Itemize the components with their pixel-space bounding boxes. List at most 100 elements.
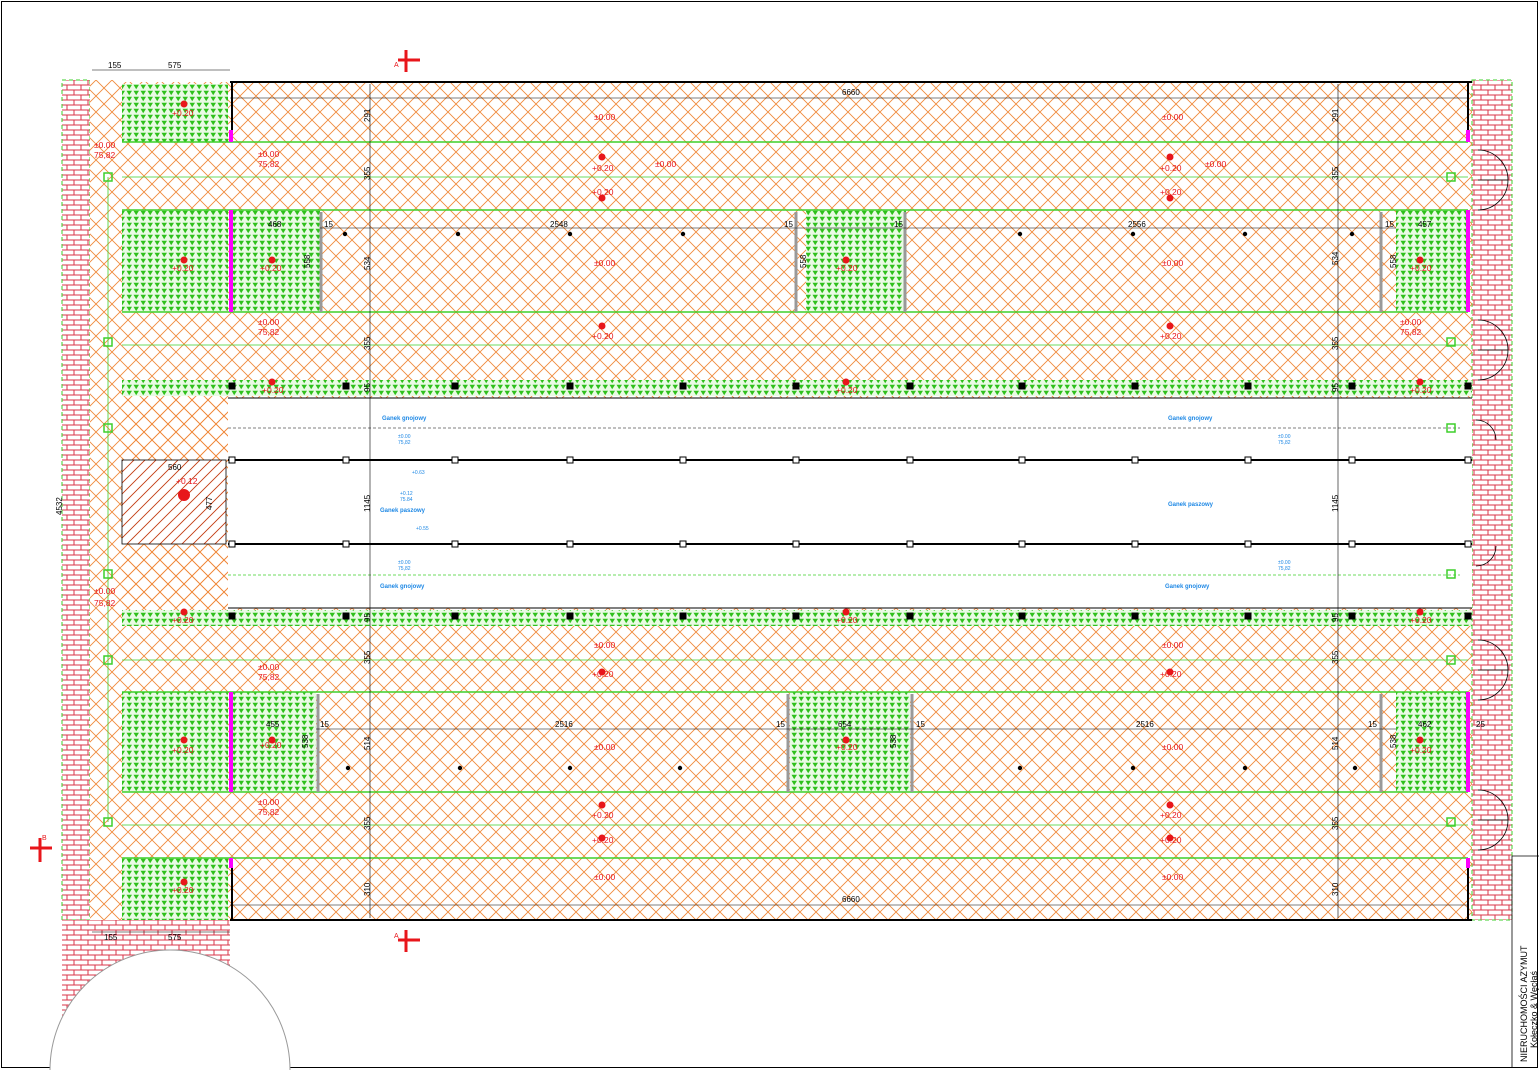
level-label: +0.20 (172, 745, 194, 755)
level-label: ±0.00 (594, 258, 615, 268)
level-label: ±0.00 (594, 640, 615, 650)
level-label: 75,82 (258, 672, 280, 682)
central-corridor (228, 398, 1472, 608)
dim-462: 462 (1418, 720, 1432, 729)
level-label: +0.20 (592, 163, 614, 173)
dim-291: 291 (363, 108, 372, 122)
column-post (1348, 540, 1356, 548)
level-marker (180, 878, 188, 886)
anchor-dot (680, 231, 686, 237)
level-label: ±0.00 (594, 872, 615, 882)
level-marker (842, 256, 850, 264)
corridor-label-manure: Ganek gnojowy (1168, 416, 1213, 422)
level-marker (598, 801, 606, 809)
column-post (228, 456, 236, 464)
column-post (679, 456, 687, 464)
column-post (906, 540, 914, 548)
level-marker (842, 608, 850, 616)
anchor-dot (1242, 765, 1248, 771)
left-passage (90, 80, 122, 920)
dim-6660-bottom: 6660 (842, 895, 860, 904)
level-label: ±0.00 (94, 140, 115, 150)
level-label-blue: ±0.00 (398, 560, 411, 566)
level-label-blue: +0.55 (416, 526, 429, 532)
level-label: ±0.00 (594, 112, 615, 122)
level-marker (1416, 256, 1424, 264)
level-label-blue: 75,82 (398, 440, 411, 446)
column-post (1464, 540, 1472, 548)
dim-654: 654 (838, 720, 852, 729)
dim-355: 355 (1331, 816, 1340, 830)
level-marker (1166, 322, 1174, 330)
column-post (566, 612, 574, 620)
level-label: ±0.00 (1400, 317, 1421, 327)
doors (1475, 149, 1509, 851)
column-post (1464, 456, 1472, 464)
level-label: +0.20 (1410, 615, 1432, 625)
level-marker (1166, 194, 1174, 202)
column-post (1348, 382, 1356, 390)
stamp-owners: Kołeczko & Węcłaś (1529, 970, 1539, 1048)
level-marker (268, 256, 276, 264)
level-label-blue: 75,82 (398, 566, 411, 572)
anchor-dot (1017, 231, 1023, 237)
column-post (228, 382, 236, 390)
level-label: +0.20 (1410, 745, 1432, 755)
column-post (342, 540, 350, 548)
dim-155-top: 155 (108, 61, 122, 70)
level-label-blue: ±0.00 (1278, 560, 1291, 566)
stamp-company: NIERUCHOMOŚCI AZYMUT (1518, 945, 1529, 1062)
level-label: ±0.00 (1205, 159, 1226, 169)
corridor-label-feed: Ganek paszowy (1168, 502, 1214, 508)
column-post (1131, 382, 1139, 390)
green-block (790, 692, 910, 792)
level-label: +0.20 (260, 263, 282, 273)
green-block (122, 858, 228, 920)
anchor-dot (677, 765, 683, 771)
anchor-dot (1242, 231, 1248, 237)
column-post (906, 612, 914, 620)
section-mark-a-top: A (394, 50, 420, 72)
dim-95: 95 (1331, 613, 1340, 622)
anchor-dot (1352, 765, 1358, 771)
section-mark-label: A (394, 62, 399, 69)
level-marker (1166, 801, 1174, 809)
level-label-blue: 75.84 (400, 497, 413, 503)
level-label: +0.20 (1160, 187, 1182, 197)
column-post (679, 612, 687, 620)
level-marker (598, 834, 606, 842)
dim-310: 310 (1331, 882, 1340, 896)
dim-514: 514 (1331, 736, 1340, 750)
level-marker (598, 194, 606, 202)
column-post (792, 382, 800, 390)
level-label: ±0.00 (258, 797, 279, 807)
column-post (1348, 612, 1356, 620)
level-marker (842, 736, 850, 744)
column-post (342, 382, 350, 390)
level-label: ±0.00 (594, 742, 615, 752)
level-markers (178, 100, 1424, 886)
level-label: ±0.00 (94, 586, 115, 596)
level-label: +0.20 (592, 187, 614, 197)
dim-355: 355 (1331, 166, 1340, 180)
level-marker (1166, 834, 1174, 842)
column-post (1018, 612, 1026, 620)
dim-15: 15 (324, 220, 333, 229)
column-post (792, 456, 800, 464)
level-label: +0.20 (1160, 163, 1182, 173)
section-mark-label: A (394, 933, 399, 940)
dim-558: 558 (1389, 254, 1398, 268)
dim-15: 15 (320, 720, 329, 729)
dim-355: 355 (1331, 650, 1340, 664)
level-marker (1416, 378, 1424, 386)
section-mark-b: B (30, 835, 52, 862)
corridor-label-manure: Ganek gnojowy (380, 584, 425, 590)
level-label-blue: 75,82 (1278, 440, 1291, 446)
level-label: ±0.00 (258, 317, 279, 327)
level-label: 75,82 (258, 807, 280, 817)
level-marker (180, 608, 188, 616)
dim-15: 15 (776, 720, 785, 729)
drain-markers (103, 172, 1456, 827)
level-marker (180, 256, 188, 264)
level-label: +0.20 (592, 810, 614, 820)
